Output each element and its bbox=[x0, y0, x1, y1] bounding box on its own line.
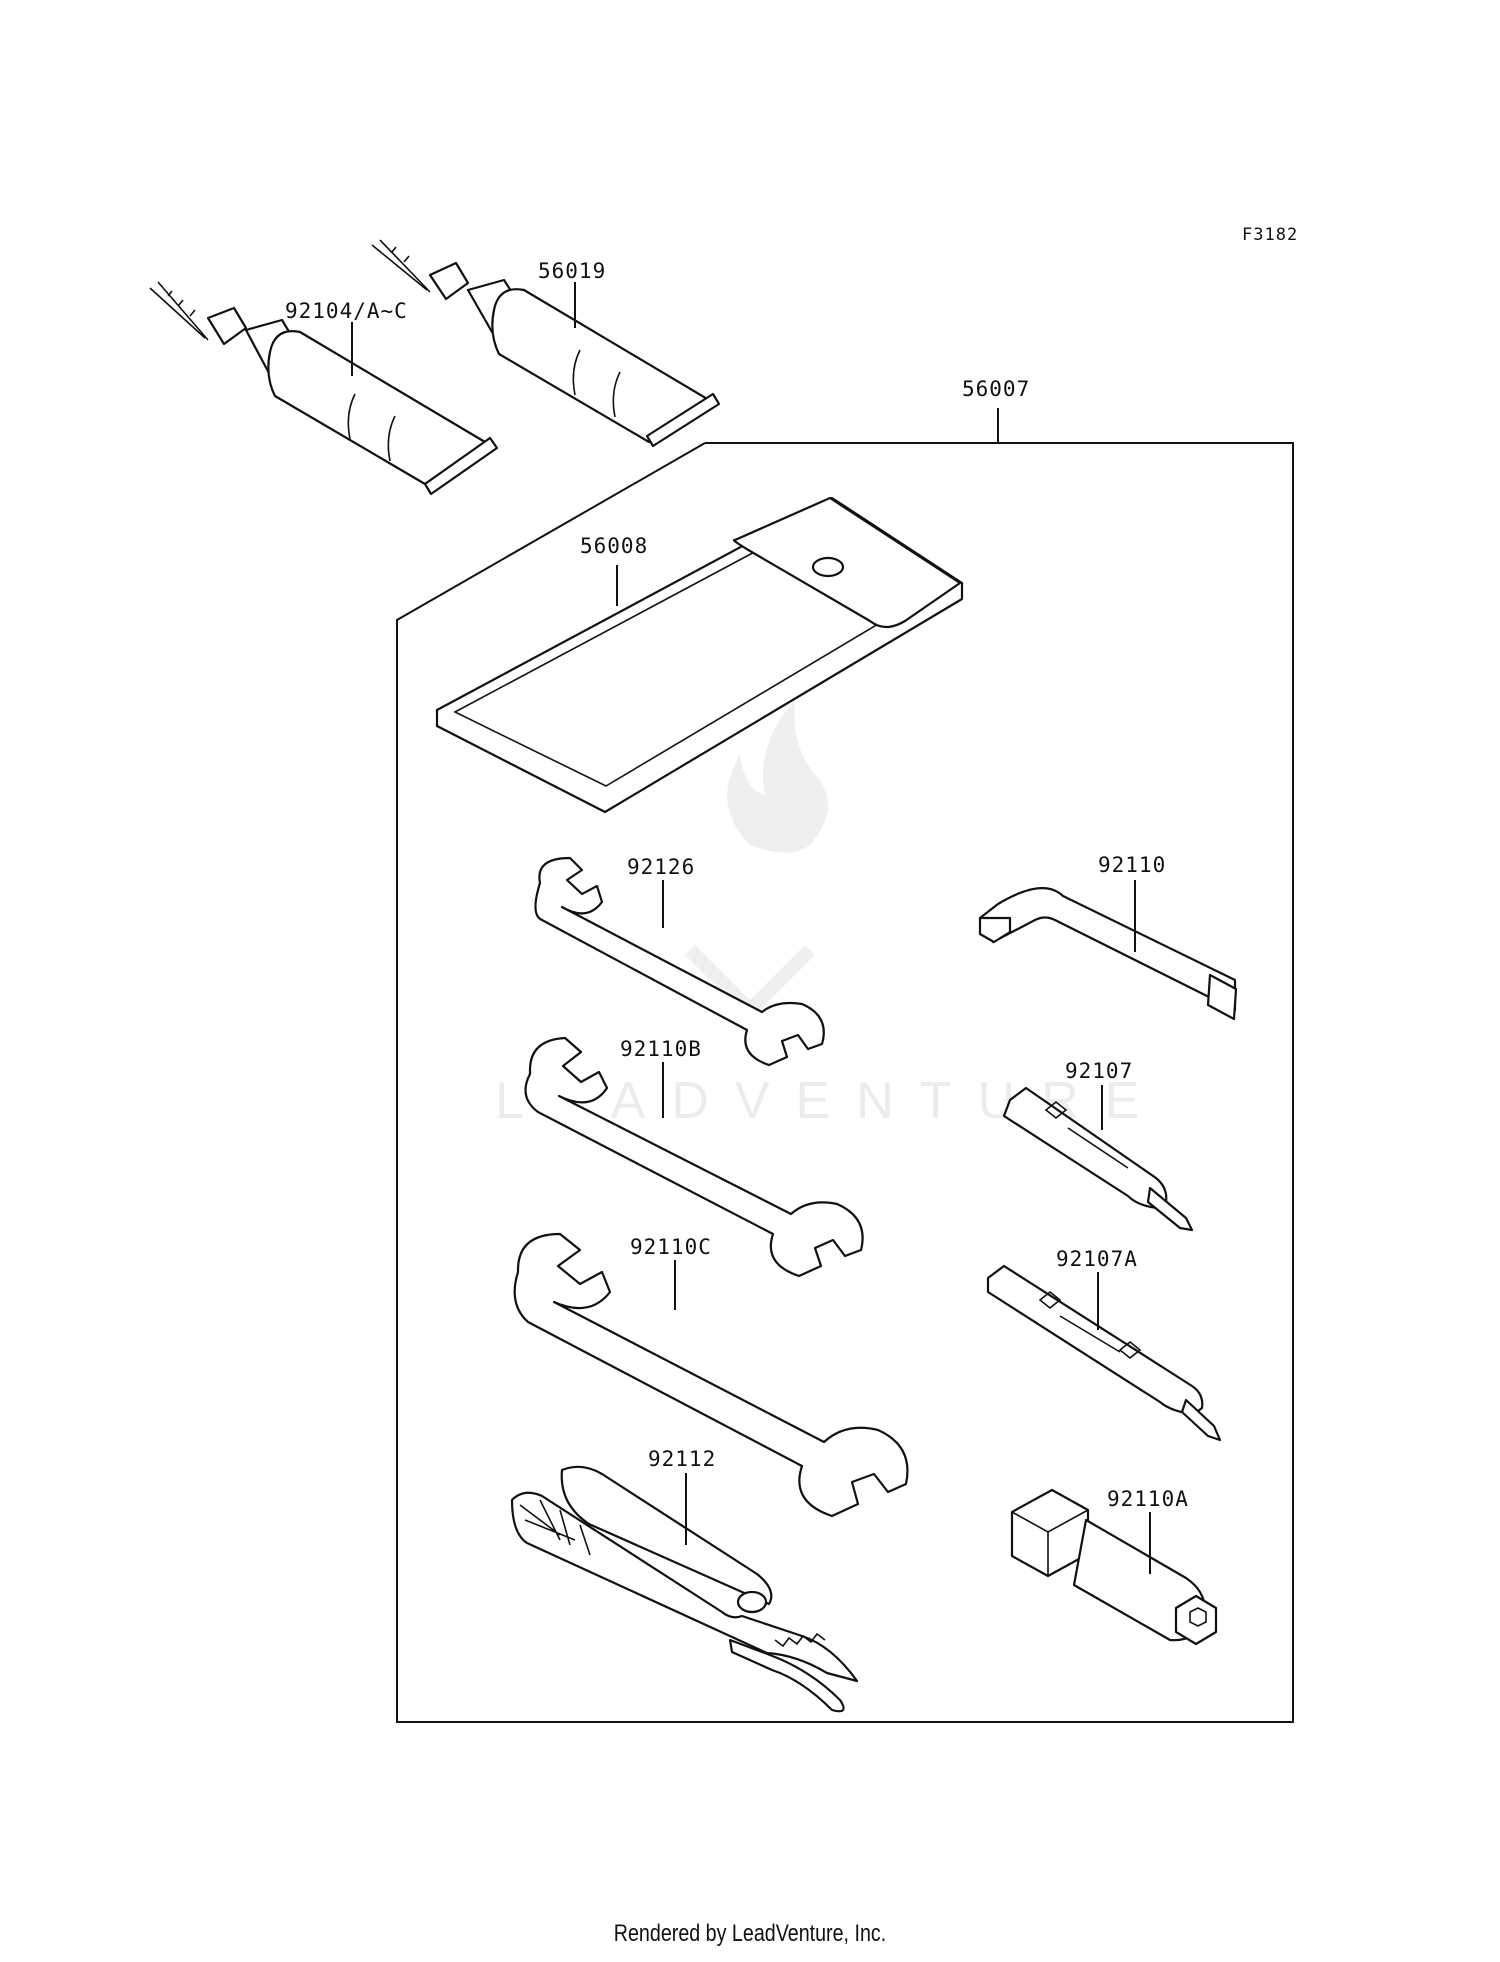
label-pouch: 56008 bbox=[580, 534, 648, 558]
wrench-92110b bbox=[524, 1036, 864, 1278]
footer-credit: Rendered by LeadVenture, Inc. bbox=[613, 1920, 887, 1947]
wrench-92110c bbox=[513, 1232, 909, 1518]
grease-tube-92104 bbox=[149, 281, 499, 496]
label-wrench-small: 92126 bbox=[627, 855, 695, 879]
pliers-92112 bbox=[510, 1465, 859, 1713]
label-pliers: 92112 bbox=[648, 1447, 716, 1471]
label-driver-a: 92107 bbox=[1065, 1059, 1133, 1083]
label-wrench-large: 92110C bbox=[630, 1235, 712, 1259]
flame-logo bbox=[727, 700, 828, 853]
label-driver-b: 92107A bbox=[1056, 1247, 1138, 1271]
label-tube-b: 56019 bbox=[538, 259, 606, 283]
label-tube-a: 92104/A~C bbox=[285, 299, 408, 323]
wrench-92126 bbox=[534, 856, 825, 1067]
label-kit: 56007 bbox=[962, 377, 1030, 401]
diagram-code: F3182 bbox=[1242, 225, 1298, 245]
label-hex-key: 92110 bbox=[1098, 853, 1166, 877]
label-wrench-mid: 92110B bbox=[620, 1037, 702, 1061]
label-socket: 92110A bbox=[1107, 1487, 1189, 1511]
hex-key-92110 bbox=[978, 887, 1238, 1021]
tool-pouch bbox=[435, 496, 964, 814]
grease-tube-56019 bbox=[371, 239, 721, 448]
screwdriver-bit-92107 bbox=[1002, 1086, 1194, 1232]
socket-wrench-92110a bbox=[1010, 1488, 1218, 1646]
kit-box-outline bbox=[396, 442, 1294, 1723]
screwdriver-bit-92107a bbox=[986, 1264, 1222, 1442]
